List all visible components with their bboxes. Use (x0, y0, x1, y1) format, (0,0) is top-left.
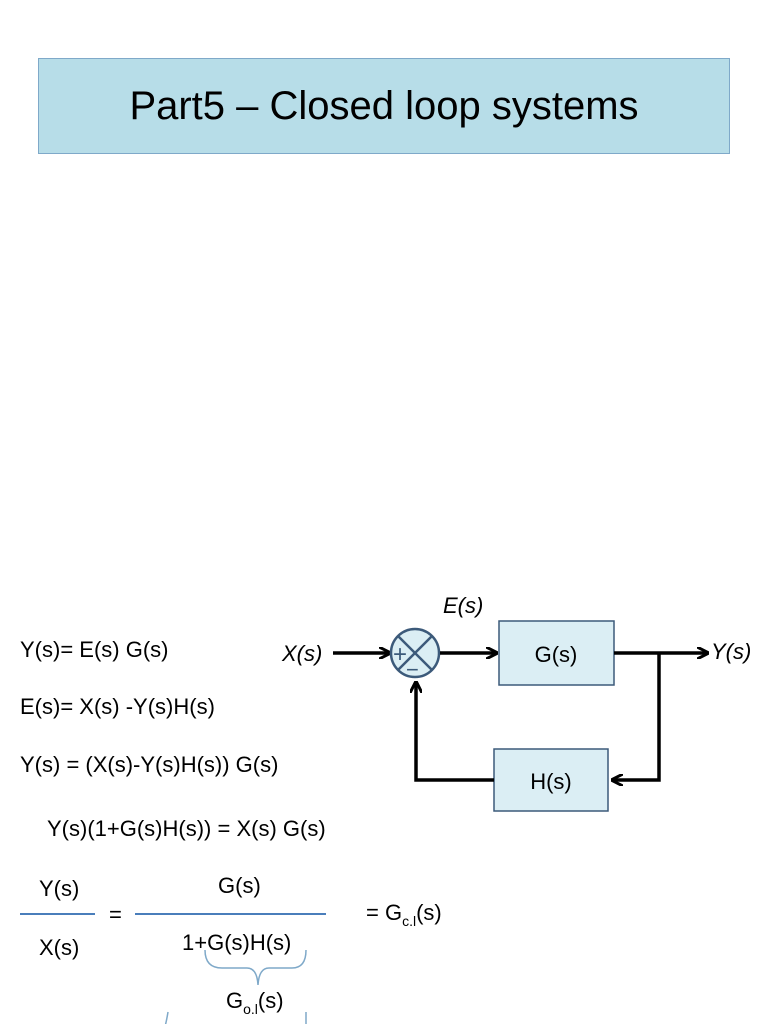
fraction-left-bar (20, 913, 95, 915)
equation-1: Y(s)= E(s) G(s) (20, 637, 169, 662)
fraction-right-numerator: G(s) (218, 873, 261, 898)
summing-junction: + − (389, 627, 441, 682)
gol-brace (164, 1011, 169, 1024)
fraction-left-numerator: Y(s) (39, 876, 80, 901)
forward-block-label: G(s) (535, 642, 578, 667)
gol-suffix: (s) (257, 988, 284, 1013)
gol-main: G (226, 988, 244, 1013)
gcl-prefix: = G (366, 900, 403, 925)
title-box: Part5 – Closed loop systems (38, 58, 730, 154)
slide-title: Part5 – Closed loop systems (129, 83, 639, 128)
equation-4: Y(s)(1+G(s)H(s)) = X(s) G(s) (47, 816, 326, 841)
feedback-line (612, 653, 661, 780)
denominator-brace (204, 949, 307, 986)
gol-subscript: o.l (243, 1001, 258, 1017)
feedback-return-line (416, 682, 494, 782)
gcl-suffix: (s) (416, 900, 442, 925)
forward-block (498, 620, 615, 686)
feedback-block-label: H(s) (530, 769, 572, 794)
fraction-right-denominator: 1+G(s)H(s) (182, 930, 292, 955)
minus-sign: − (406, 657, 419, 682)
equation-3: Y(s) = (X(s)-Y(s)H(s)) G(s) (20, 752, 279, 777)
equation-2: E(s)= X(s) -Y(s)H(s) (20, 694, 215, 719)
closed-loop-gain: = Gc.l(s) (366, 900, 442, 929)
plus-sign: + (393, 641, 407, 668)
open-loop-gain: Go.l(s) (226, 988, 284, 1017)
input-label: X(s) (281, 641, 322, 666)
fraction-right-bar (135, 913, 326, 915)
error-label: E(s) (443, 593, 483, 618)
output-label: Y(s) (711, 639, 751, 664)
fraction-equals: = (109, 902, 122, 927)
fraction-left-denominator: X(s) (39, 935, 80, 960)
gcl-subscript: c.l (402, 913, 417, 929)
